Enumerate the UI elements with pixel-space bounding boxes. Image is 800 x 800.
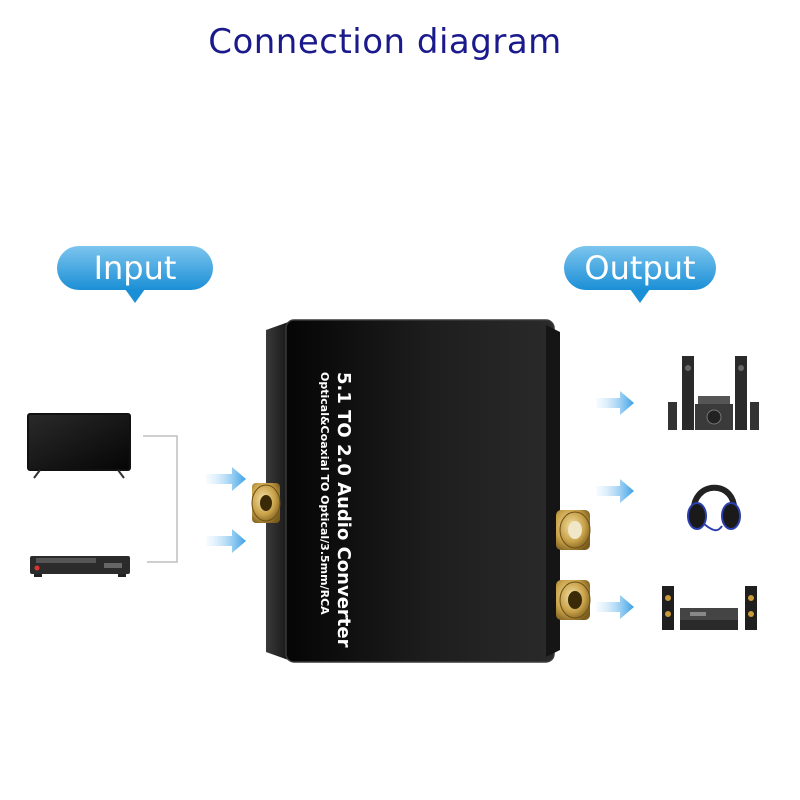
coaxial-input-port [251,483,281,523]
hifi-speaker-system-icon [662,586,757,630]
output-arrow-2 [596,479,634,503]
output-label: Output [584,249,696,287]
input-connector-lines [143,435,178,563]
output-arrow-1 [596,391,634,415]
device-title: 5.1 TO 2.0 Audio Converter [333,372,354,648]
bubble-tail [125,289,145,303]
tv-icon [27,413,131,479]
input-arrow-1 [206,467,246,491]
page-title: Connection diagram [208,22,562,62]
headphones-icon [687,484,741,532]
rca-output-port-left [556,580,591,620]
input-label: Input [93,249,177,287]
home-theater-speakers-icon [668,356,759,430]
device-subtitle: Optical&Coaxial TO Optical/3.5mm/RCA [318,372,331,615]
output-label-bubble: Output [564,246,716,303]
audio-converter-device [251,319,591,663]
dvd-player-icon [30,556,130,577]
output-arrow-3 [596,595,634,619]
input-label-bubble: Input [57,246,213,303]
rca-output-port-right [556,510,591,550]
bubble-tail [630,289,650,303]
input-arrow-2 [206,529,246,553]
